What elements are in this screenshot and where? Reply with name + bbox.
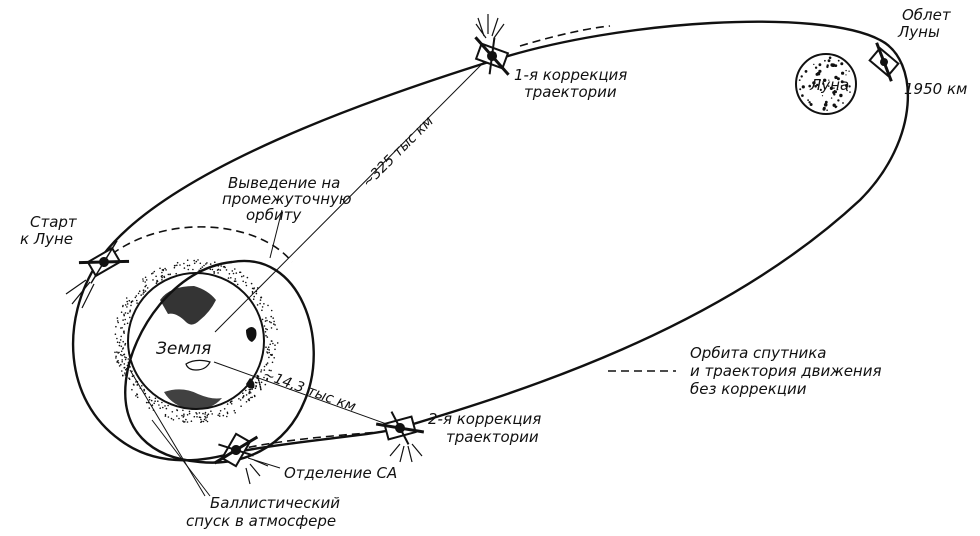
engine-plume-correction1-icon: [475, 14, 505, 39]
leader-ballistic-1: [129, 369, 206, 497]
leader-ballistic-2: [151, 419, 211, 497]
label-correction2-line1: 2-я коррекция: [428, 410, 541, 428]
spacecraft-correction1-icon: [474, 36, 510, 76]
label-moon: Луна: [809, 76, 849, 94]
label-flyby-line2: Луны: [897, 23, 940, 41]
label-insertion-line1: Выведение на: [228, 174, 340, 192]
distance-line-near: [213, 361, 393, 427]
label-flyby-distance: 1950 км: [904, 80, 967, 98]
distance-line-far: [214, 59, 487, 333]
spacecraft-separation-icon: [213, 432, 259, 468]
engine-plume-start-icon: [65, 279, 95, 309]
engine-plume-correction2-icon: [389, 443, 423, 463]
label-distance-near: ~14,3 тыс км: [261, 367, 359, 416]
spacecraft-start-icon: [78, 240, 130, 284]
label-correction1-line1: 1-я коррекция: [514, 66, 627, 84]
spacecraft-flyby-icon: [868, 42, 900, 82]
label-ballistic-line2: спуск в атмосфере: [186, 512, 336, 530]
label-insertion-line2: промежуточную: [222, 190, 352, 208]
dashed-start-arc: [111, 226, 293, 263]
label-separation: Отделение СА: [284, 464, 397, 482]
legend-line3: без коррекции: [690, 380, 807, 398]
label-insertion-line3: орбиту: [246, 206, 302, 224]
leader-separation: [247, 457, 281, 469]
continent-south: [164, 389, 222, 410]
main-trajectory: [72, 20, 910, 462]
label-ballistic-line1: Баллистический: [210, 494, 340, 512]
label-distance-far: ~325 тыс км: [360, 113, 438, 191]
earth: [127, 272, 265, 410]
dashed-correction2: [235, 431, 381, 451]
engine-plume-separation-icon: [245, 459, 269, 485]
legend-line1: Орбита спутника: [690, 344, 827, 362]
label-start-line2: к Луне: [20, 230, 73, 248]
spacecraft-correction2-icon: [375, 411, 425, 445]
legend-line2: и траектория движения: [690, 362, 882, 380]
leader-insertion: [269, 209, 283, 259]
continent-east: [246, 327, 257, 342]
continent-island: [185, 359, 211, 371]
label-correction1-line2: траектории: [524, 83, 617, 101]
label-earth: Земля: [156, 339, 211, 359]
moon: [795, 53, 857, 115]
continent-north: [160, 286, 216, 325]
intermediate-orbit: [124, 259, 315, 464]
dashed-correction1: [519, 25, 611, 47]
label-start-line1: Старт: [30, 213, 78, 231]
label-flyby-line1: Облет: [902, 6, 952, 24]
label-correction2-line2: траектории: [446, 428, 539, 446]
